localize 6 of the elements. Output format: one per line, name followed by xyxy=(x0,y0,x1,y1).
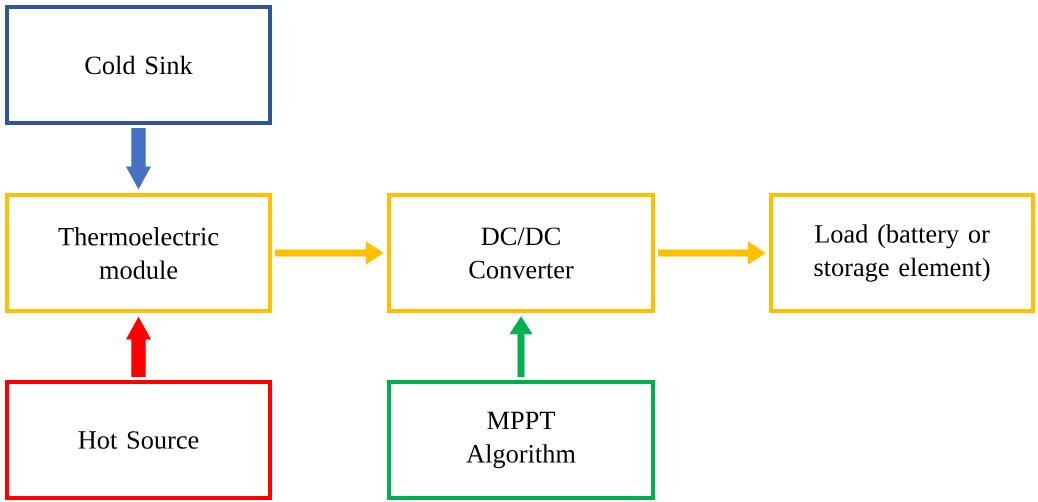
process-box: MPPT Algorithm xyxy=(387,380,655,500)
process-box: Load (battery or storage element) xyxy=(769,193,1035,313)
process-box: DC/DC Converter xyxy=(387,193,655,313)
process-box: Cold Sink xyxy=(5,5,272,125)
process-box: Hot Source xyxy=(5,380,272,500)
process-box: Thermoelectric module xyxy=(5,193,272,313)
